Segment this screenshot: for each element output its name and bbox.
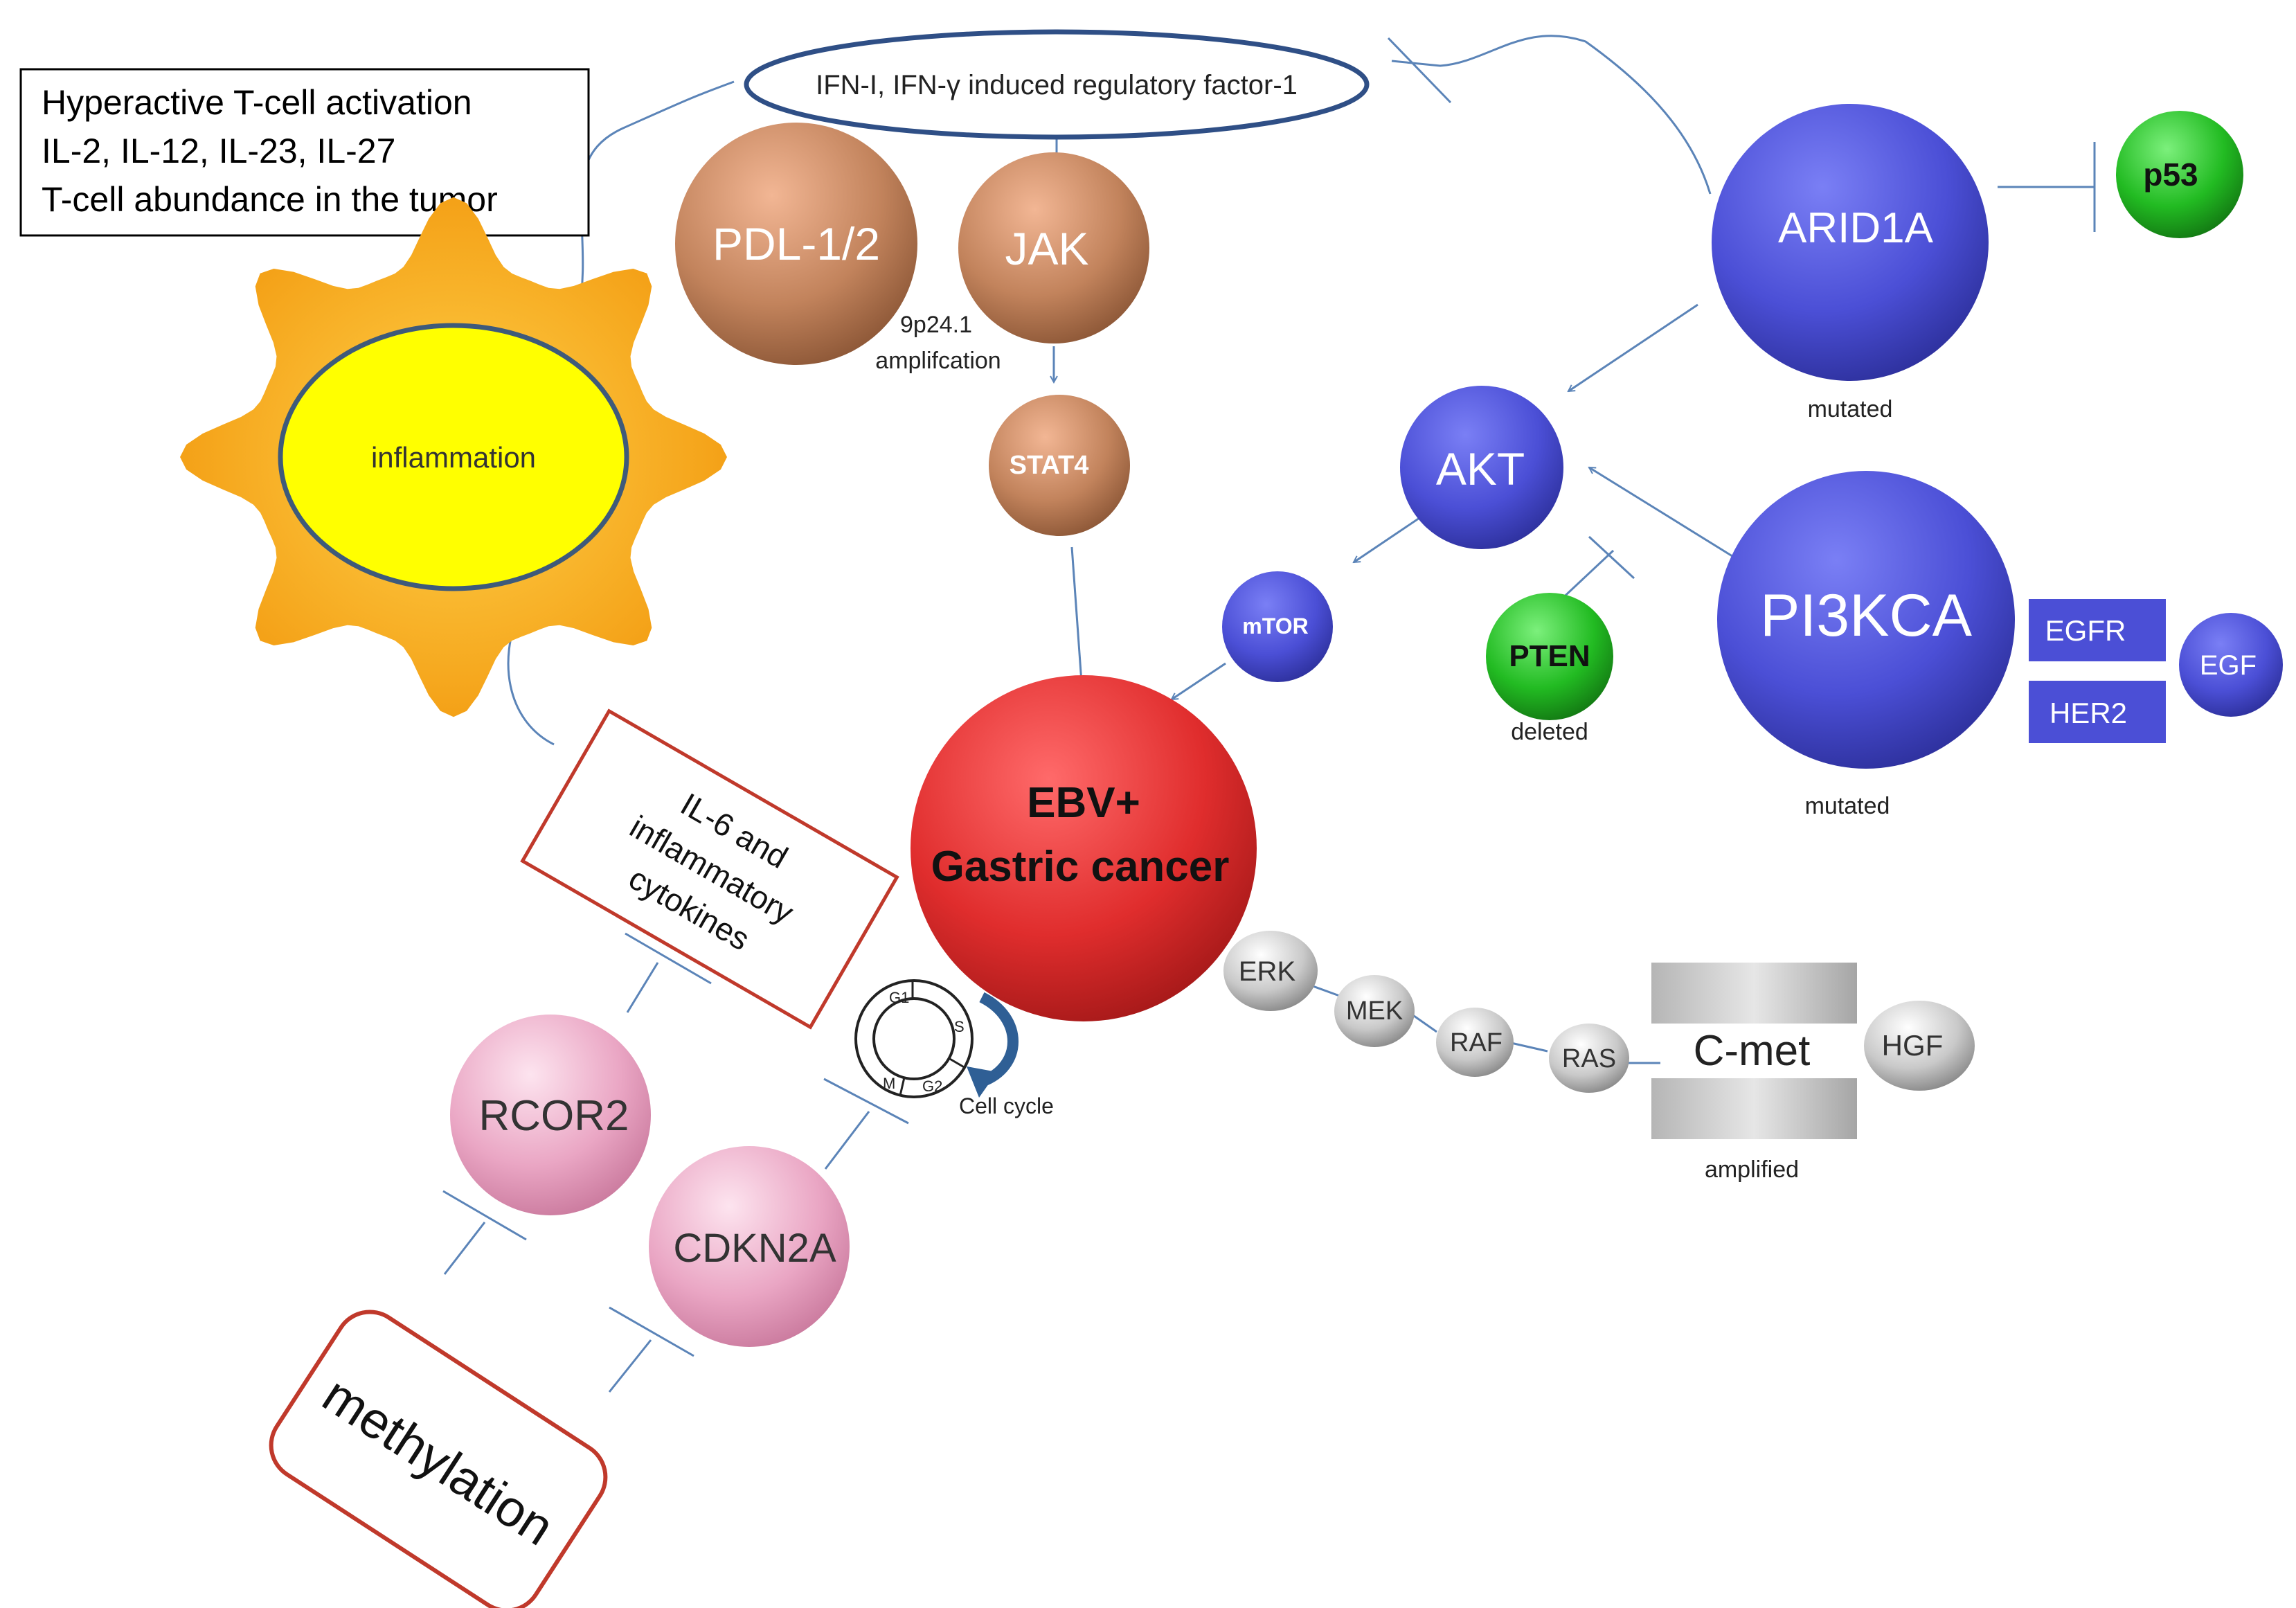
- node-akt: AKT: [1400, 386, 1563, 549]
- jak-label: JAK: [1005, 223, 1088, 274]
- cytokines-box: IL-6 and inflammatory cytokines: [520, 708, 899, 1030]
- ebv-label-2: Gastric cancer: [931, 843, 1230, 891]
- arrow-akt-mtor: [1354, 517, 1420, 564]
- mtor-label: mTOR: [1242, 614, 1308, 638]
- raf-label: RAF: [1450, 1028, 1503, 1057]
- phase-s: S: [954, 1018, 965, 1035]
- node-cdkn2a: CDKN2A: [649, 1146, 850, 1347]
- her2-box: HER2: [2029, 681, 2166, 743]
- node-hgf: HGF: [1864, 1001, 1975, 1091]
- inhibit-bar-irf: [1387, 37, 1452, 104]
- connector-methylation-cdkn2a: [608, 1339, 652, 1393]
- node-p53: p53: [2116, 111, 2243, 238]
- arrow-pi3kca-akt: [1589, 466, 1735, 559]
- connector-rcor2-cytokines: [626, 962, 659, 1013]
- ras-label: RAS: [1562, 1044, 1616, 1073]
- pdl-label: PDL-1/2: [712, 218, 880, 269]
- node-ras: RAS: [1549, 1024, 1629, 1093]
- egfr-box: EGFR: [2029, 599, 2166, 661]
- irf-oval: IFN-I, IFN-γ induced regulatory factor-1: [744, 29, 1370, 140]
- inhibit-bar-cytokines: [625, 932, 712, 985]
- phase-m: M: [883, 1075, 895, 1092]
- connector-inflammation-irf: [577, 80, 735, 316]
- pten-note: deleted: [1511, 719, 1588, 745]
- rcor2-label: RCOR2: [478, 1092, 629, 1140]
- node-pten: PTEN: [1486, 593, 1613, 720]
- node-raf: RAF: [1436, 1008, 1514, 1077]
- pi3kca-note: mutated: [1805, 793, 1890, 819]
- connector-arid1a-irf: [1391, 35, 1712, 195]
- irf-label: IFN-I, IFN-γ induced regulatory factor-1: [816, 70, 1298, 100]
- cdkn2a-label: CDKN2A: [673, 1226, 836, 1271]
- info-line-3: T-cell abundance in the tumor: [42, 180, 498, 219]
- cell-cycle-icon: G1 S M G2 Cell cycle: [854, 979, 1054, 1118]
- arrow-arid1a-akt: [1568, 303, 1698, 393]
- inflammation-ellipse: [278, 323, 629, 591]
- info-line-2: IL-2, IL-12, IL-23, IL-27: [42, 132, 395, 170]
- phase-g1: G1: [889, 989, 909, 1006]
- cmet-bar-top: [1651, 963, 1857, 1024]
- inhibit-bar-cellcycle: [823, 1078, 909, 1125]
- inhibit-bar-rcor2: [442, 1190, 527, 1241]
- stat4-label: STAT4: [1010, 451, 1089, 480]
- cell-cycle-label: Cell cycle: [959, 1093, 1054, 1118]
- arid1a-label: ARID1A: [1778, 204, 1934, 252]
- cell-cycle-arrow-icon: [979, 992, 1019, 1087]
- amp-label-1: 9p24.1: [900, 312, 972, 338]
- connector-methylation-rcor2: [443, 1222, 486, 1275]
- node-pi3kca: PI3KCA: [1717, 471, 2015, 769]
- methylation-box: methylation: [269, 1310, 608, 1608]
- node-stat4: STAT4: [989, 395, 1130, 536]
- arrow-mtor-ebv: [1172, 662, 1226, 701]
- hgf-label: HGF: [1882, 1029, 1944, 1062]
- inflammation-label: inflammation: [371, 441, 536, 474]
- node-ebv: EBV+ Gastric cancer: [911, 675, 1257, 1021]
- arrow-stat4-ebv: [1070, 546, 1082, 682]
- pi3kca-label: PI3KCA: [1760, 582, 1973, 649]
- node-mek: MEK: [1334, 975, 1415, 1047]
- connectors: [442, 35, 2096, 1393]
- node-pdl: PDL-1/2: [675, 123, 917, 365]
- cell-cycle-arrowhead-icon: [967, 1066, 997, 1098]
- p53-label: p53: [2143, 157, 2198, 193]
- akt-label: AKT: [1436, 443, 1525, 494]
- cmet-note: amplified: [1705, 1156, 1799, 1183]
- pten-label: PTEN: [1509, 639, 1590, 673]
- connector-cdkn2a-cellcycle: [824, 1111, 870, 1170]
- inhibit-bar-cdkn2a: [609, 1306, 694, 1357]
- amp-label-2: amplifcation: [875, 348, 1001, 374]
- node-jak: JAK: [958, 152, 1149, 343]
- info-box: Hyperactive T-cell activation IL-2, IL-1…: [19, 68, 590, 237]
- node-arid1a: ARID1A: [1712, 104, 1989, 381]
- node-mtor: mTOR: [1222, 571, 1333, 682]
- connector-pten-akt: [1557, 549, 1615, 604]
- cmet-label: C-met: [1694, 1027, 1811, 1075]
- connector-raf-ras: [1507, 1041, 1548, 1053]
- arid1a-note: mutated: [1808, 396, 1893, 422]
- her2-label: HER2: [2050, 697, 2127, 729]
- node-erk: ERK: [1223, 931, 1318, 1011]
- egfr-label: EGFR: [2045, 614, 2126, 647]
- inhibit-bar-pten: [1588, 535, 1635, 580]
- cmet-receptor: C-met amplified: [1651, 963, 1857, 1183]
- erk-label: ERK: [1239, 956, 1296, 987]
- node-egf: EGF: [2179, 613, 2283, 717]
- node-rcor2: RCOR2: [450, 1015, 651, 1215]
- mek-label: MEK: [1346, 997, 1403, 1026]
- ebv-label-1: EBV+: [1027, 779, 1140, 827]
- cmet-bar-bottom: [1651, 1078, 1857, 1139]
- egf-label: EGF: [2200, 650, 2257, 681]
- inflammation-sun: inflammation: [180, 197, 727, 717]
- info-line-1: Hyperactive T-cell activation: [42, 83, 472, 122]
- phase-g2: G2: [922, 1078, 942, 1095]
